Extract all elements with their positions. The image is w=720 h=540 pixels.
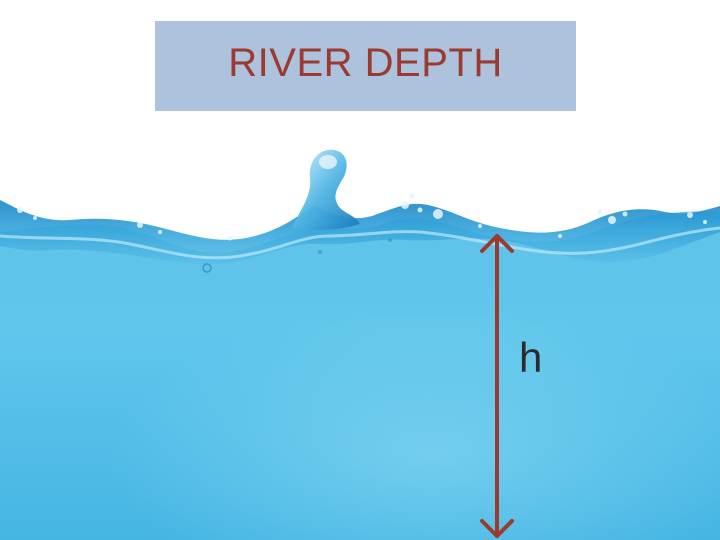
surface-foam [17,193,707,241]
page-title: RIVER DEPTH [228,40,503,85]
small-bubble [202,263,212,273]
title-banner: RIVER DEPTH [155,21,576,111]
depth-arrow [480,234,514,538]
wave-crest [0,200,720,265]
splash-droplet [292,149,360,231]
depth-label: h [519,334,543,381]
